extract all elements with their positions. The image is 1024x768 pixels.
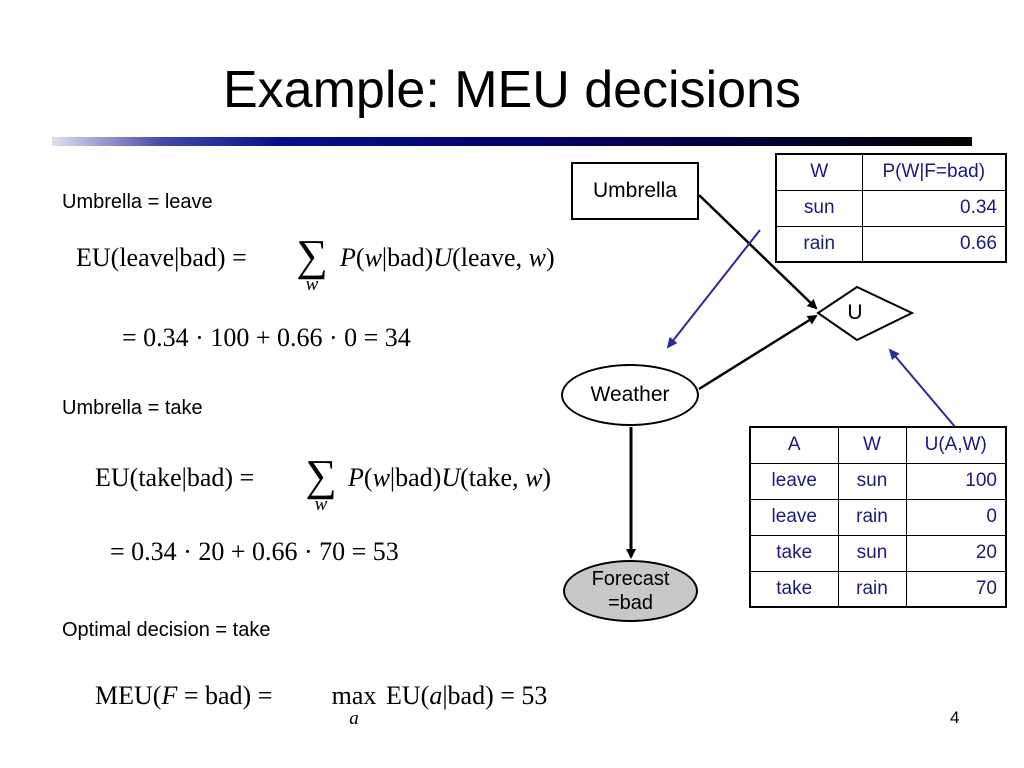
caption-take: Umbrella = take <box>62 397 203 419</box>
paren-close: ) <box>542 463 552 492</box>
sum-index: w <box>314 494 328 515</box>
weather-chance-node: Weather <box>561 364 699 426</box>
forecast-value: =bad <box>607 592 654 614</box>
p-symbol: P <box>340 243 356 272</box>
u-arg: (leave, <box>452 243 529 272</box>
table-row: take sun 20 <box>749 534 1007 572</box>
w-var: w <box>528 243 546 272</box>
pointer-utility-table-to-utility <box>888 348 957 429</box>
u-symbol: U <box>441 463 461 492</box>
cond-bad: |bad) <box>381 243 434 272</box>
paren: ( <box>363 463 373 492</box>
sum-operator-leave: ∑ w <box>290 231 334 295</box>
cell-prob: 0.66 <box>861 225 1007 263</box>
meu-cond: = bad) = <box>177 681 273 710</box>
cell-weather: rain <box>837 570 907 608</box>
table-header-row: W P(W|F=bad) <box>775 153 1007 191</box>
cell-weather: rain <box>775 225 863 263</box>
sum-index: w <box>305 274 319 295</box>
eu-leave-result: = 0.34 · 100 + 0.66 · 0 = 34 <box>122 323 411 352</box>
table-row: sun 0.34 <box>775 189 1007 227</box>
header-action: A <box>749 426 839 464</box>
header-utility: U(A,W) <box>905 426 1007 464</box>
w-var: w <box>364 243 382 272</box>
header-w: W <box>775 153 863 191</box>
cell-weather: rain <box>837 498 907 536</box>
w-var: w <box>525 463 543 492</box>
header-prob: P(W|F=bad) <box>861 153 1007 191</box>
weather-posterior-table: W P(W|F=bad) sun 0.34 rain 0.66 <box>775 153 1007 263</box>
meu-label: MEU( <box>95 681 162 710</box>
caption-optimal: Optimal decision = take <box>62 619 271 641</box>
cell-action: leave <box>749 462 839 500</box>
u-arg: (take, <box>460 463 526 492</box>
utility-label: U <box>847 301 863 324</box>
edge-umbrella-to-utility <box>698 194 818 310</box>
sigma-symbol: ∑ <box>305 451 337 500</box>
eu-take-result: = 0.34 · 20 + 0.66 · 70 = 53 <box>110 537 399 566</box>
header-weather: W <box>837 426 907 464</box>
table-row: rain 0.66 <box>775 225 1007 263</box>
f-var: F <box>161 681 178 710</box>
eu-take-rhs: P(w|bad)U(take, w) <box>348 462 551 494</box>
max-operator: max a <box>326 680 382 729</box>
utility-diamond <box>816 285 915 342</box>
paren: ( <box>355 243 365 272</box>
page-number: 4 <box>950 708 960 727</box>
forecast-evidence-node: Forecast =bad <box>563 560 698 622</box>
sigma-symbol: ∑ <box>296 231 328 280</box>
cell-action: leave <box>749 498 839 536</box>
slide-title: Example: MEU decisions <box>223 61 801 119</box>
title-underline-bar <box>52 137 972 146</box>
eu-take-lhs: EU(take|bad) = <box>95 463 255 492</box>
cond-bad: |bad) <box>389 463 442 492</box>
cell-utility: 100 <box>905 462 1007 500</box>
cell-utility: 20 <box>905 534 1007 572</box>
table-header-row: A W U(A,W) <box>749 426 1007 464</box>
pointer-weather-table-to-weather <box>666 229 761 349</box>
max-index: a <box>349 708 359 729</box>
meu-rhs: EU(a|bad) = 53 <box>386 680 547 712</box>
paren-close: ) <box>545 243 555 272</box>
cell-action: take <box>749 534 839 572</box>
meu-lhs: MEU(F = bad) = <box>95 680 272 712</box>
table-row: leave rain 0 <box>749 498 1007 536</box>
a-var: a <box>429 681 443 710</box>
utility-table: A W U(A,W) leave sun 100 leave rain 0 ta… <box>749 426 1007 608</box>
cell-weather: sun <box>775 189 863 227</box>
umbrella-decision-node: Umbrella <box>571 162 699 220</box>
eu-leave-rhs: P(w|bad)U(leave, w) <box>340 242 555 274</box>
forecast-label: Forecast <box>591 568 670 590</box>
cell-weather: sun <box>837 534 907 572</box>
table-row: take rain 70 <box>749 570 1007 608</box>
edge-weather-to-utility <box>698 314 818 391</box>
caption-leave: Umbrella = leave <box>62 191 213 213</box>
table-row: leave sun 100 <box>749 462 1007 500</box>
cell-utility: 0 <box>905 498 1007 536</box>
u-symbol: U <box>433 243 453 272</box>
cell-prob: 0.34 <box>861 189 1007 227</box>
w-var: w <box>372 463 390 492</box>
max-text: max <box>331 681 377 710</box>
sum-operator-take: ∑ w <box>299 451 343 515</box>
cell-weather: sun <box>837 462 907 500</box>
p-symbol: P <box>348 463 364 492</box>
meu-result: |bad) = 53 <box>442 681 548 710</box>
cell-utility: 70 <box>905 570 1007 608</box>
eu-leave-lhs: EU(leave|bad) = <box>76 243 247 272</box>
eu-label: EU( <box>386 681 430 710</box>
cell-action: take <box>749 570 839 608</box>
